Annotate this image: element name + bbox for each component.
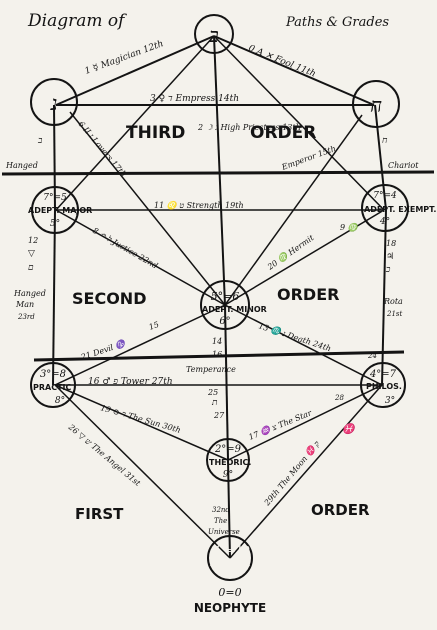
path-death-num: 24 bbox=[367, 352, 377, 360]
first-order-label: FIRST bbox=[75, 505, 124, 523]
path-death: 13 ♏ נ Death 24th bbox=[257, 320, 332, 353]
path-chariot: Chariot bbox=[388, 161, 419, 170]
hanged-man-1: Hanged bbox=[13, 289, 46, 298]
node-adept-minor: 5°=6 ADEPT. MINOR 6° bbox=[200, 280, 267, 330]
adept-minor-grade: 5°=6 bbox=[211, 290, 240, 303]
path-tower-num: 14 bbox=[212, 337, 222, 346]
hanged-man-3: 23rd bbox=[17, 313, 35, 321]
path-lines bbox=[1, 35, 435, 559]
path-sun: 19 ⊙ ר The Sun 30th bbox=[99, 403, 181, 435]
path-num-16: 16 bbox=[212, 350, 222, 359]
node-top-letter: ב bbox=[208, 23, 219, 47]
rota-num-1: 18 bbox=[386, 239, 396, 248]
universe-2: The bbox=[214, 517, 227, 525]
path-empress: 3 ♀ ד Empress 14th bbox=[150, 94, 239, 104]
path-tau: ת bbox=[211, 398, 218, 408]
hanged-left-num-1: 12 bbox=[28, 236, 38, 245]
node-left-top-letter: ג bbox=[50, 91, 58, 115]
path-temperance: Temperance bbox=[186, 365, 236, 374]
zelator-grade: 1°=10 bbox=[214, 544, 250, 557]
theoricus-num: 9° bbox=[223, 470, 233, 480]
title-left: Diagram of bbox=[27, 11, 127, 31]
path-justice: 8 ≏ ל Justice 22nd bbox=[91, 226, 159, 271]
path-lovers: 6 II ז Lovers 17th bbox=[76, 120, 128, 179]
path-hanged-top: Hanged bbox=[5, 161, 38, 170]
aleph-side-2: ח bbox=[382, 136, 388, 146]
path-high-priestess: 2 ☽ ג High Priestess 13th bbox=[197, 123, 301, 132]
rota-2: 21st bbox=[386, 310, 402, 318]
path-moon-sign: ♓ bbox=[342, 422, 357, 435]
node-adept-exempt: 7°=4 ADEPT. EXEMPT. 4° bbox=[361, 184, 436, 232]
node-theoricus: 2°=9 THEORIC. 9° bbox=[206, 438, 251, 482]
path-tower: 16 ♂ פ Tower 27th bbox=[88, 377, 173, 387]
zelator-name: ZELATOR bbox=[210, 559, 250, 568]
adept-minor-name: ADEPT. MINOR bbox=[202, 305, 267, 314]
hanged-left-num-2: ▽ bbox=[28, 249, 35, 259]
neophyte-label: NEOPHYTE bbox=[194, 601, 266, 615]
node-philosophus: 4°=7 PHILOS. 3° bbox=[360, 362, 406, 408]
theoricus-grade: 2°=9 bbox=[214, 444, 242, 455]
node-practicus: 3°=8 PRACTIC 8° bbox=[30, 362, 76, 408]
practicus-num: 8° bbox=[55, 396, 65, 406]
adept-major-name: ADEPT. MAJOR bbox=[28, 206, 92, 215]
philosophus-grade: 4°=7 bbox=[369, 369, 397, 380]
node-right-top-letter: ח bbox=[370, 93, 382, 117]
adept-exempt-num: 4° bbox=[379, 217, 390, 227]
third-order-label-2: ORDER bbox=[250, 123, 316, 143]
third-order-label: THIRD bbox=[126, 123, 185, 143]
rota-num-3: כ bbox=[385, 265, 391, 275]
first-order-label-2: ORDER bbox=[311, 501, 370, 519]
adept-major-grade: 7°=5 bbox=[43, 193, 67, 203]
second-order-label: SECOND bbox=[72, 289, 146, 308]
aleph-side-1: ב bbox=[37, 136, 42, 146]
path-emperor: Emperor 15th bbox=[280, 144, 337, 172]
practicus-name: PRACTIC bbox=[33, 383, 72, 392]
path-num-25: 25 bbox=[207, 388, 218, 397]
rota-1: Rota bbox=[383, 297, 403, 306]
node-adept-major: 7°=5 ADEPT. MAJOR 5° bbox=[28, 186, 92, 234]
adept-exempt-name: ADEPT. EXEMPT. bbox=[364, 205, 436, 214]
philosophus-name: PHILOS. bbox=[366, 382, 402, 391]
adept-minor-num: 6° bbox=[219, 316, 230, 327]
path-temperance-num: 15 bbox=[148, 320, 161, 332]
node-left-top: ג bbox=[30, 78, 78, 126]
node-top: ב bbox=[194, 14, 234, 54]
path-angel: 26 ▽ ש The Angel 31st bbox=[66, 422, 143, 488]
path-moon: 29th The Moon ♓ ק bbox=[261, 438, 322, 508]
path-star-num: 28 bbox=[334, 394, 344, 402]
zelator-num: 10° bbox=[222, 570, 238, 580]
universe-3: Universe bbox=[208, 528, 240, 536]
path-num-27: 27 bbox=[213, 411, 225, 420]
practicus-grade: 3°=8 bbox=[40, 369, 66, 380]
neophyte-grade: 0=0 bbox=[218, 586, 241, 599]
rota-num-2: ♃ bbox=[386, 252, 394, 262]
title-right: Paths & Grades bbox=[285, 15, 389, 30]
philosophus-num: 3° bbox=[385, 396, 395, 406]
node-right-top: ח bbox=[352, 80, 400, 128]
adept-exempt-grade: 7°=4 bbox=[373, 191, 397, 201]
path-star: 17 ♒ צ The Star bbox=[247, 407, 314, 442]
hanged-left-num-3: ם bbox=[28, 263, 34, 273]
path-magician: 1 ☿ Magician 12th bbox=[84, 39, 165, 77]
node-zelator: 1°=10 ZELATOR 10° bbox=[207, 535, 253, 581]
path-hermit-num: 9 ♍ bbox=[340, 222, 360, 232]
adept-major-num: 5° bbox=[50, 219, 60, 229]
path-fool: 0 A ✕ Fool 11th bbox=[247, 44, 317, 80]
hanged-man-2: Man bbox=[15, 300, 34, 309]
universe-1: 32nd bbox=[212, 506, 230, 514]
theoricus-name: THEORIC. bbox=[209, 458, 251, 467]
second-order-label-2: ORDER bbox=[277, 285, 339, 304]
path-strength: 11 ♌ ט Strength 19th bbox=[154, 200, 244, 210]
